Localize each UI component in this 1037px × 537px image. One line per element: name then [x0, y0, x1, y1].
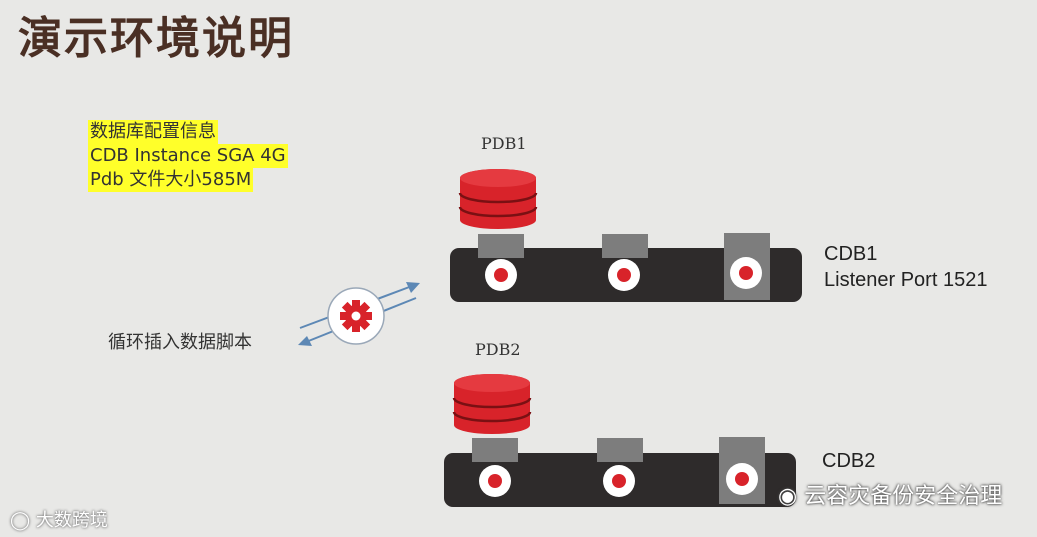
cdb2-port-2 — [603, 465, 635, 497]
cdb1-port-3 — [730, 257, 762, 289]
loop-insert-script-label: 循环插入数据脚本 — [108, 332, 252, 353]
wechat-icon: ◉ — [778, 484, 798, 509]
pdb1-label: PDB1 — [481, 134, 527, 153]
watermark-left: ◯ 大数跨境 — [10, 506, 108, 532]
info-line-heading: 数据库配置信息 — [88, 120, 218, 144]
cdb2-label: CDB2 — [822, 450, 876, 472]
db-config-info: 数据库配置信息 CDB Instance SGA 4G Pdb 文件大小585M — [88, 120, 288, 192]
info-line-sga: CDB Instance SGA 4G — [88, 144, 288, 168]
info-line-pdb-size: Pdb 文件大小585M — [88, 168, 254, 192]
cdb2-port-1 — [479, 465, 511, 497]
cdb1-server — [450, 233, 802, 302]
cdb1-label: CDB1 — [824, 243, 878, 265]
cdb2-server — [444, 437, 796, 507]
cdb1-port-1 — [485, 259, 517, 291]
cdb2-slot-2 — [597, 438, 643, 462]
cdb1-listener-port: Listener Port 1521 — [824, 269, 988, 291]
watermark-right-text: 云容灾备份安全治理 — [804, 484, 1003, 509]
cdb1-port-2 — [608, 259, 640, 291]
watermark-left-text: 大数跨境 — [35, 510, 108, 531]
cdb2-port-3 — [726, 463, 758, 495]
weibo-icon: ◯ — [10, 510, 31, 531]
pdb2-label: PDB2 — [475, 340, 521, 359]
pdb1-database-icon — [458, 169, 538, 229]
cdb1-slot-1 — [478, 234, 524, 258]
pdb2-database-icon — [452, 374, 532, 434]
cdb2-slot-1 — [472, 438, 518, 462]
gear-icon — [340, 300, 372, 332]
cdb1-slot-2 — [602, 234, 648, 258]
watermark-right: ◉ 云容灾备份安全治理 — [778, 478, 1002, 510]
page-title: 演示环境说明 — [18, 13, 294, 64]
